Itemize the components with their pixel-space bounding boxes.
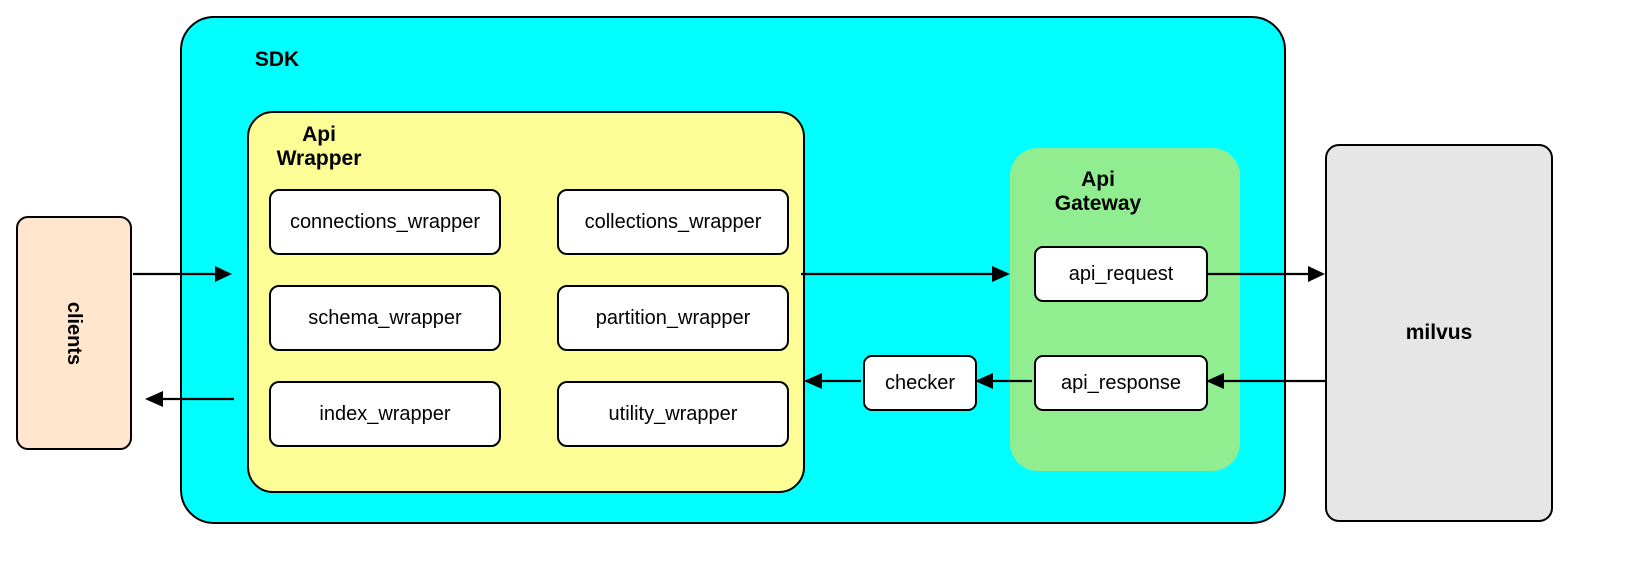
wrapper-box-label: partition_wrapper [595,306,751,329]
api-gateway-container[interactable]: Api Gateway api_request api_response [1010,148,1240,471]
checker-label: checker [884,371,956,394]
api-wrapper-label: Api Wrapper [259,123,379,170]
api-gateway-label-line1: Api [1081,168,1115,191]
wrapper-box-partition[interactable]: partition_wrapper [557,285,789,351]
gateway-box-api-request[interactable]: api_request [1034,246,1208,302]
wrapper-box-connections[interactable]: connections_wrapper [269,189,501,255]
wrapper-box-label: schema_wrapper [308,306,462,329]
clients-node[interactable]: clients [16,216,132,450]
wrapper-box-schema[interactable]: schema_wrapper [269,285,501,351]
checker-node[interactable]: checker [863,355,977,411]
wrapper-box-label: utility_wrapper [608,402,738,425]
api-gateway-label-line2: Gateway [1054,191,1142,215]
wrapper-box-utility[interactable]: utility_wrapper [557,381,789,447]
gateway-box-label: api_response [1060,371,1182,394]
wrapper-box-label: index_wrapper [319,402,451,425]
milvus-node[interactable]: milvus [1325,144,1553,522]
gateway-box-api-response[interactable]: api_response [1034,355,1208,411]
sdk-label: SDK [254,48,300,71]
gateway-box-label: api_request [1068,262,1174,285]
sdk-container[interactable]: SDK Api Wrapper connections_wrapper coll… [180,16,1286,524]
api-wrapper-label-line1: Api [302,123,336,146]
milvus-label: milvus [1405,321,1473,344]
wrapper-box-label: connections_wrapper [289,210,481,233]
wrapper-box-label: collections_wrapper [584,210,762,233]
api-wrapper-container[interactable]: Api Wrapper connections_wrapper collecti… [247,111,805,493]
api-gateway-label: Api Gateway [1038,168,1158,215]
api-wrapper-label-line2: Wrapper [276,146,362,170]
wrapper-box-collections[interactable]: collections_wrapper [557,189,789,255]
wrapper-box-index[interactable]: index_wrapper [269,381,501,447]
